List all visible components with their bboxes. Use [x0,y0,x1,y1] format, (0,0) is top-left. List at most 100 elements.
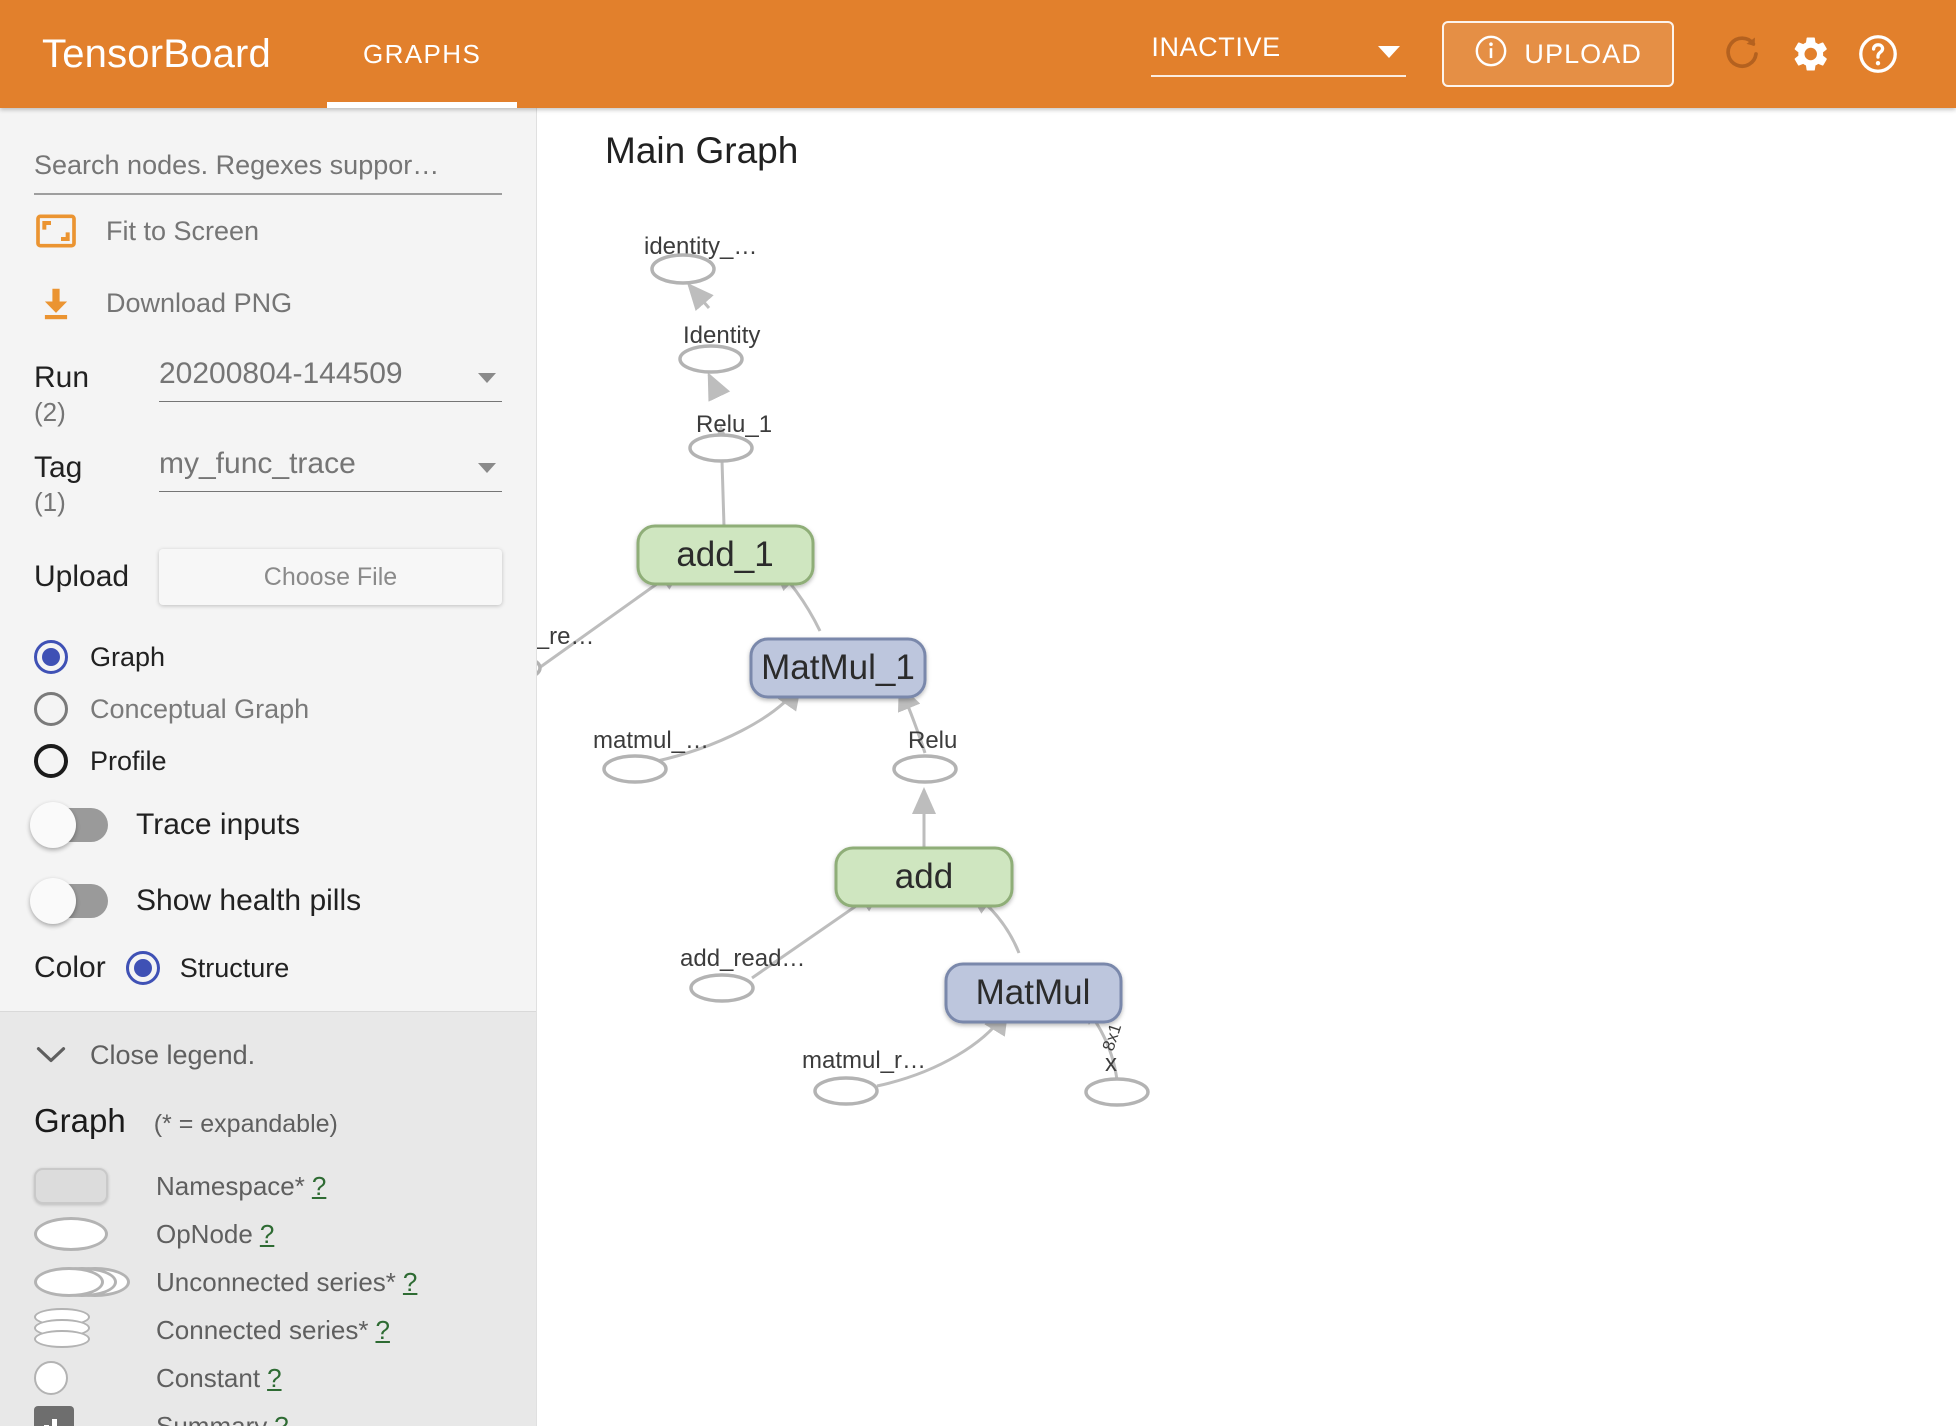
help-link[interactable]: ? [267,1362,282,1393]
tab-graphs[interactable]: GRAPHS [327,0,518,108]
legend-item: Connected series*? [34,1306,502,1354]
chevron-down-icon [34,1038,68,1072]
show-health-pills-label: Show health pills [136,884,362,917]
run-status-select[interactable]: INACTIVE [1151,32,1407,77]
node-label: x [1105,1050,1117,1077]
toggle-track-trace-inputs [30,802,108,848]
node-label: MatMul_1 [761,648,915,687]
node-label: add_1_re… [537,623,594,650]
node-label: identity_… [644,233,757,260]
graph-type-radio-group: Graph Conceptual Graph Profile [34,631,502,787]
show-health-pills-toggle[interactable]: Show health pills [30,863,502,939]
brand-title: TensorBoard [42,31,271,76]
legend-item-label: Summary [156,1410,268,1426]
graph-canvas[interactable]: Main Graph 8x1 [537,108,1956,1426]
connected-series-key-icon [34,1308,156,1352]
help-link[interactable]: ? [259,1218,275,1249]
node-add-1[interactable]: add_1 [636,524,815,586]
chevron-down-icon [1378,45,1401,58]
node-label: add [895,857,953,896]
help-link[interactable]: ? [274,1410,289,1426]
tag-value: my_func_trace [159,447,502,492]
search-input[interactable] [34,144,502,195]
top-bar-actions: INACTIVE UPLOAD [1151,20,1956,88]
radio-indicator-structure[interactable] [125,951,160,985]
run-label: Run [34,361,90,394]
download-icon [34,281,78,325]
edge-label-shape: 8x1 [1099,1021,1126,1053]
radio-indicator-graph [34,640,68,674]
legend-items: Namespace*? OpNode? Unconnected series*?… [34,1162,502,1426]
node-matmul-1[interactable]: MatMul_1 [749,637,927,699]
help-link[interactable]: ? [402,1266,418,1297]
fit-to-screen-label: Fit to Screen [106,215,260,246]
help-link[interactable]: ? [375,1314,390,1345]
legend-subtitle: (* = expandable) [153,1110,338,1138]
toggle-knob [30,878,76,924]
node-relu-1[interactable]: Relu_1 [688,411,772,463]
tag-selector-row: Tag (1) my_func_trace [34,447,502,519]
page-title: Main Graph [605,130,799,171]
node-label: Relu [908,727,957,754]
gear-icon[interactable] [1776,20,1844,88]
fit-to-screen-button[interactable]: Fit to Screen [34,195,502,267]
node-relu[interactable]: Relu [892,727,958,784]
legend-item: Unconnected series*? [34,1258,502,1306]
upload-row: Upload Choose File [34,549,502,605]
edge-identity-to-identity-out [687,282,714,311]
download-png-label: Download PNG [106,287,293,318]
choose-file-button[interactable]: Choose File [159,549,502,605]
legend-item-label: Connected series* [156,1314,369,1345]
legend-title-row: Graph (* = expandable) [34,1102,502,1140]
radio-indicator-profile [34,744,68,778]
chevron-down-icon [478,373,496,383]
graph-nodes[interactable]: identity_… Identity Relu_1 add_1 add_1_r… [537,233,1150,1107]
tag-label: Tag [34,451,83,484]
legend-item-label: Unconnected series* [156,1266,396,1297]
run-selector-row: Run (2) 20200804-144509 [34,357,502,429]
radio-option-graph[interactable]: Graph [34,631,502,683]
node-add[interactable]: add [834,846,1014,908]
color-row: Color Structure [34,939,502,1011]
node-add-1-read[interactable]: add_1_re… [537,623,594,681]
upload-button[interactable]: UPLOAD [1442,21,1674,87]
node-label: matmul_… [593,727,709,754]
legend-item-label: Constant [156,1362,261,1393]
upload-button-label: UPLOAD [1524,38,1642,69]
help-link[interactable]: ? [311,1170,327,1201]
node-add-read[interactable]: add_read… [680,945,805,1003]
node-matmul-read-1[interactable]: matmul_… [593,727,709,784]
node-label: MatMul [976,973,1091,1012]
close-legend-button[interactable]: Close legend. [34,1038,502,1072]
tag-label-group: Tag (1) [34,447,159,519]
node-label: add_read… [680,945,805,972]
download-png-button[interactable]: Download PNG [34,267,502,339]
legend-item: Summary? [34,1402,502,1426]
node-x[interactable]: x [1084,1050,1150,1107]
run-count: (2) [34,397,66,427]
node-identity[interactable]: Identity [678,322,760,374]
radio-label-conceptual-graph: Conceptual Graph [90,693,310,724]
node-identity-out[interactable]: identity_… [644,233,757,285]
tag-select[interactable]: my_func_trace [159,447,502,492]
graph-svg[interactable]: 8x1 identity_… Identity Relu_1 add_1 add… [537,108,1956,1426]
node-matmul-read[interactable]: matmul_r… [802,1047,926,1106]
legend-title: Graph [34,1102,126,1139]
trace-inputs-toggle[interactable]: Trace inputs [30,787,502,863]
toggle-knob [30,802,76,848]
radio-option-conceptual-graph[interactable]: Conceptual Graph [34,683,502,735]
opnode-key-icon [34,1217,156,1251]
summary-key-icon [34,1406,156,1426]
fit-to-screen-icon [34,209,78,253]
color-structure-label: Structure [179,952,290,983]
radio-option-profile[interactable]: Profile [34,735,502,787]
reload-icon[interactable] [1708,20,1776,88]
legend-item-label: OpNode [156,1218,253,1249]
legend-panel: Close legend. Graph (* = expandable) Nam… [0,1011,536,1426]
chevron-down-icon [478,463,496,473]
radio-label-profile: Profile [90,745,167,776]
run-select[interactable]: 20200804-144509 [159,357,502,402]
node-matmul[interactable]: MatMul [944,962,1123,1024]
help-icon[interactable] [1844,20,1912,88]
node-label: Relu_1 [696,411,772,438]
